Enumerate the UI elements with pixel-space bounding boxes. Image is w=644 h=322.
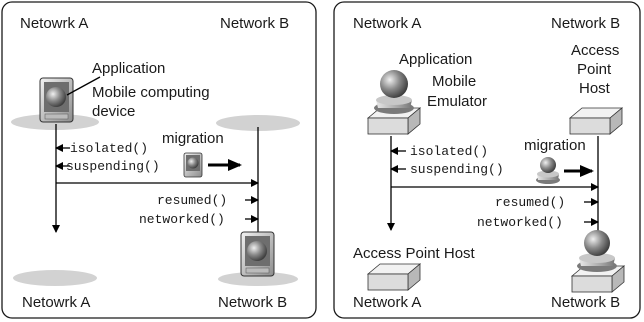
left-isolated-message: isolated() xyxy=(70,141,148,156)
left-top-network-a-label: Netowrk A xyxy=(20,15,88,32)
mobile-emulator-label-line1: Mobile xyxy=(432,73,476,90)
left-bottom-network-a-label: Netowrk A xyxy=(22,294,90,311)
migrating-emulator-icon xyxy=(536,157,560,184)
left-bottom-network-b-label: Network B xyxy=(218,294,287,311)
access-point-label-line3: Host xyxy=(579,80,611,97)
left-application-label: Application xyxy=(92,60,165,77)
left-network-b-top-ground xyxy=(216,115,300,131)
right-migration-label: migration xyxy=(524,137,586,154)
access-point-label-line1: Access xyxy=(571,42,619,59)
access-point-host-box-icon xyxy=(568,107,624,135)
right-resumed-message: resumed() xyxy=(495,195,565,210)
right-suspending-message: suspending() xyxy=(410,162,504,177)
left-migration-label: migration xyxy=(162,130,224,147)
left-network-a-bottom-ground xyxy=(13,270,97,286)
right-top-network-a-label: Network A xyxy=(353,15,421,32)
right-networked-message: networked() xyxy=(477,215,563,230)
right-application-label: Application xyxy=(399,51,472,68)
left-panel: Netowrk A Network B Application Mobile c… xyxy=(1,1,317,319)
mobile-emulator-label-line2: Emulator xyxy=(427,93,487,110)
access-point-label-line2: Point xyxy=(577,61,612,78)
mobile-device-icon xyxy=(39,77,74,123)
mobile-device-arrived-icon xyxy=(240,231,275,277)
left-resumed-message: resumed() xyxy=(157,193,227,208)
right-panel: Network A Network B Application Mobile E… xyxy=(333,1,641,319)
left-network-b-bottom-ground xyxy=(218,272,298,286)
left-suspending-message: suspending() xyxy=(66,159,160,174)
right-bottom-network-b-label: Network B xyxy=(551,294,620,311)
access-point-host-bottom-label: Access Point Host xyxy=(353,245,476,262)
mobile-emulator-arrived-icon xyxy=(577,230,617,272)
mobile-emulator-icon xyxy=(374,70,414,114)
application-pointer-line xyxy=(66,76,101,96)
right-top-network-b-label: Network B xyxy=(551,15,620,32)
right-panel-frame xyxy=(333,1,641,319)
left-panel-frame xyxy=(1,1,317,319)
left-networked-message: networked() xyxy=(139,212,225,227)
mobile-computing-device-label-line1: Mobile computing xyxy=(92,84,210,101)
right-isolated-message: isolated() xyxy=(410,144,488,159)
mobile-computing-device-label-line2: device xyxy=(92,103,135,120)
network-b-host-box-icon xyxy=(570,265,626,293)
left-top-network-b-label: Network B xyxy=(220,15,289,32)
network-a-access-point-box-icon xyxy=(366,263,422,291)
migrating-device-icon xyxy=(183,152,203,178)
right-bottom-network-a-label: Network A xyxy=(353,294,421,311)
